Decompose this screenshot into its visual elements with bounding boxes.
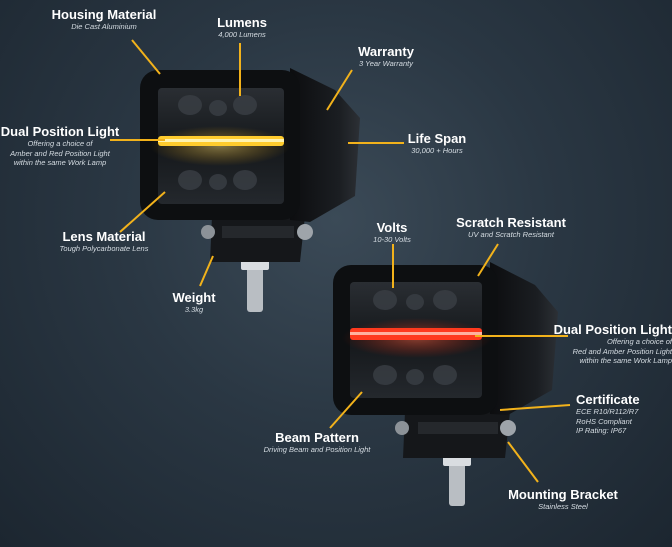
callout-lumens: Lumens 4,000 Lumens bbox=[217, 15, 267, 40]
callout-subtitle: Stainless Steel bbox=[538, 502, 588, 511]
callout-subtitle: 30,000 + Hours bbox=[411, 146, 463, 155]
callout-lens-material: Lens Material Tough Polycarbonate Lens bbox=[60, 229, 149, 254]
callout-title: Lumens bbox=[217, 15, 267, 30]
callout-mounting-bracket: Mounting Bracket Stainless Steel bbox=[508, 487, 618, 512]
callout-title: Life Span bbox=[407, 131, 467, 146]
callout-title: Beam Pattern bbox=[275, 430, 359, 445]
callout-title: Lens Material bbox=[62, 229, 146, 244]
callout-subtitle: Die Cast Aluminium bbox=[71, 22, 137, 31]
callout-scratch-resistant: Scratch Resistant UV and Scratch Resista… bbox=[456, 215, 566, 240]
lamp-top bbox=[140, 68, 360, 312]
callout-lines bbox=[110, 39, 571, 483]
callout-subtitle: ECE R10/R112/R7 RoHS Compliant IP Rating… bbox=[576, 407, 639, 435]
callout-title: Mounting Bracket bbox=[508, 487, 618, 502]
callout-subtitle: Offering a choice of Amber and Red Posit… bbox=[10, 139, 110, 167]
callout-subtitle: 10-30 Volts bbox=[373, 235, 411, 244]
callout-title: Dual Position Light bbox=[553, 322, 672, 337]
callout-life-span: Life Span 30,000 + Hours bbox=[408, 131, 467, 156]
bolt-icon-2 bbox=[449, 458, 465, 506]
callout-title: Scratch Resistant bbox=[456, 215, 566, 230]
callout-dual-position-light-2: Dual Position Light Offering a choice of… bbox=[554, 322, 672, 366]
callout-title: Housing Material bbox=[51, 7, 157, 22]
callout-title: Dual Position Light bbox=[0, 124, 120, 139]
lamp-bottom bbox=[333, 262, 558, 506]
callout-certificate: Certificate ECE R10/R112/R7 RoHS Complia… bbox=[576, 392, 640, 436]
callout-title: Certificate bbox=[576, 392, 640, 407]
callout-weight: Weight 3.3kg bbox=[172, 290, 215, 315]
callout-title: Weight bbox=[172, 290, 216, 305]
callout-subtitle: Driving Beam and Position Light bbox=[263, 445, 371, 454]
callout-subtitle: 3 Year Warranty bbox=[359, 59, 413, 68]
callout-beam-pattern: Beam Pattern Driving Beam and Position L… bbox=[264, 430, 371, 455]
callout-warranty: Warranty 3 Year Warranty bbox=[358, 44, 414, 69]
callout-subtitle: Offering a choice of Red and Amber Posit… bbox=[572, 337, 672, 365]
callout-title: Volts bbox=[376, 220, 408, 235]
callout-subtitle: 4,000 Lumens bbox=[218, 30, 266, 39]
bolt-icon bbox=[247, 262, 263, 312]
callout-volts: Volts 10-30 Volts bbox=[373, 220, 411, 245]
callout-subtitle: UV and Scratch Resistant bbox=[468, 230, 554, 239]
callout-dual-position-light-1: Dual Position Light Offering a choice of… bbox=[1, 124, 119, 168]
callout-title: Warranty bbox=[358, 44, 414, 59]
callout-housing-material: Housing Material Die Cast Aluminium bbox=[52, 7, 157, 32]
callout-subtitle: 3.3kg bbox=[184, 305, 204, 314]
callout-subtitle: Tough Polycarbonate Lens bbox=[59, 244, 149, 253]
